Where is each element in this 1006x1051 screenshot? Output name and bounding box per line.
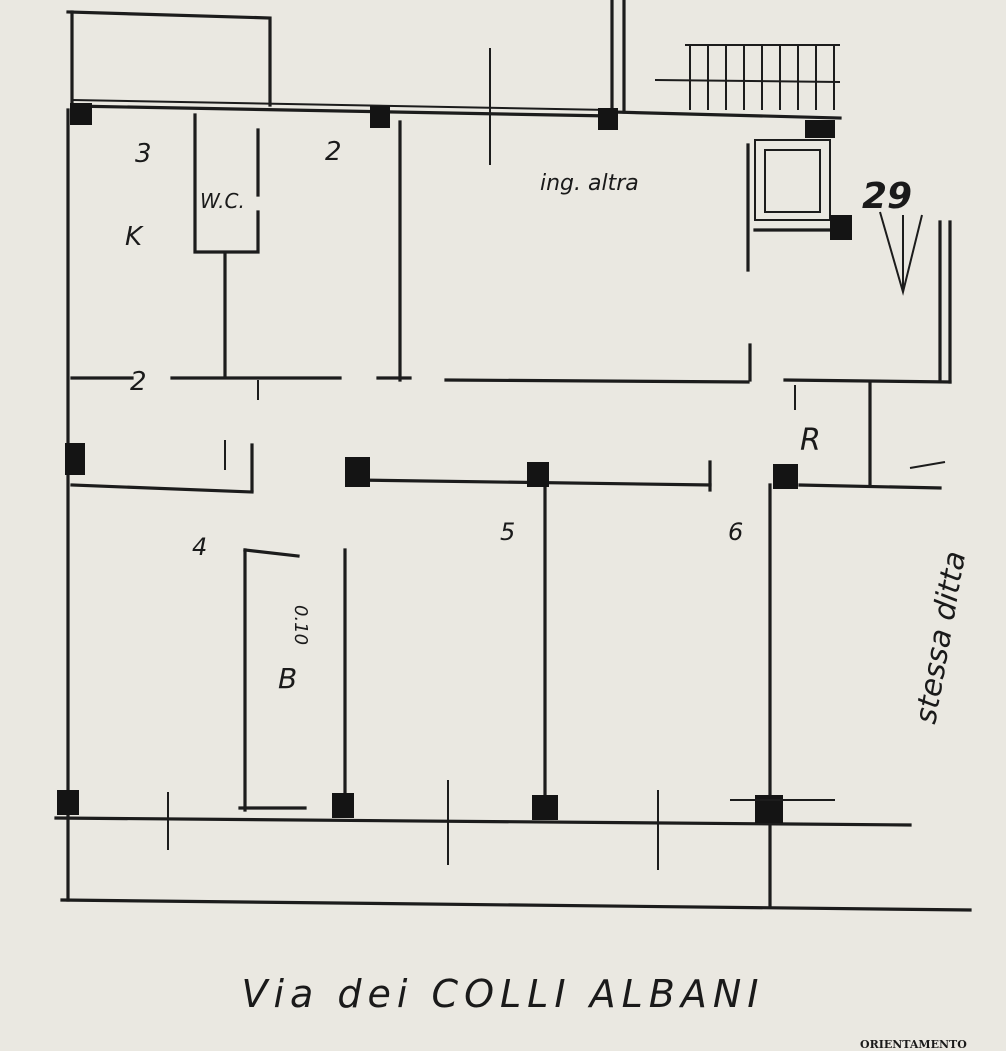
room-5-label: 5 [500, 518, 515, 546]
room-6-label: 6 [728, 518, 743, 546]
room4-north-wall [70, 483, 254, 494]
orientation-label: ORIENTAMENTO [860, 1038, 967, 1051]
column [345, 457, 370, 487]
bath-label: B [278, 662, 297, 695]
room-2-label: 2 [325, 137, 342, 167]
column [532, 795, 558, 820]
r-room-label: R [800, 423, 821, 458]
corridor-wall-5 [783, 378, 952, 384]
lift-shaft [754, 139, 831, 221]
wc-label: W.C. [200, 189, 245, 213]
column [70, 103, 92, 125]
balcony-top-outline [66, 10, 272, 107]
outer-walls [54, 10, 972, 912]
lift-cabin [764, 149, 821, 213]
south-street-line [60, 898, 972, 912]
north-wall-inner [71, 99, 611, 111]
column [598, 108, 618, 130]
column [57, 790, 79, 815]
stair-landing [654, 79, 841, 83]
column [370, 106, 390, 128]
tick [909, 461, 946, 469]
corridor-note: 2 [130, 367, 147, 397]
bath-dimension-note: 0.10 [290, 605, 311, 645]
street-label: Via dei COLLI ALBANI [241, 972, 765, 1016]
north-wall [70, 104, 612, 118]
column [773, 464, 798, 489]
plan-number: 29 [862, 176, 912, 217]
r-room-south [798, 483, 942, 490]
entry-note: ing. altra [540, 171, 639, 196]
column [65, 443, 85, 475]
stair-bottom [610, 110, 842, 120]
wc-outline [193, 113, 260, 254]
side-note: stessa ditta [908, 549, 973, 727]
corridor-wall-4 [444, 378, 750, 384]
kitchen-label: K [125, 222, 144, 252]
column [830, 215, 852, 240]
south-facade-wall [54, 816, 912, 827]
bath-north-wall [243, 548, 300, 558]
dimension-ticks [167, 48, 946, 870]
structural-columns [57, 103, 852, 823]
interior-walls [70, 120, 952, 907]
column [805, 120, 835, 138]
room-4-label: 4 [192, 533, 207, 561]
room-3-label: 3 [135, 139, 152, 169]
staircase [610, 0, 842, 272]
wc-room-walls [193, 113, 260, 377]
column [527, 462, 549, 487]
column [332, 793, 354, 818]
